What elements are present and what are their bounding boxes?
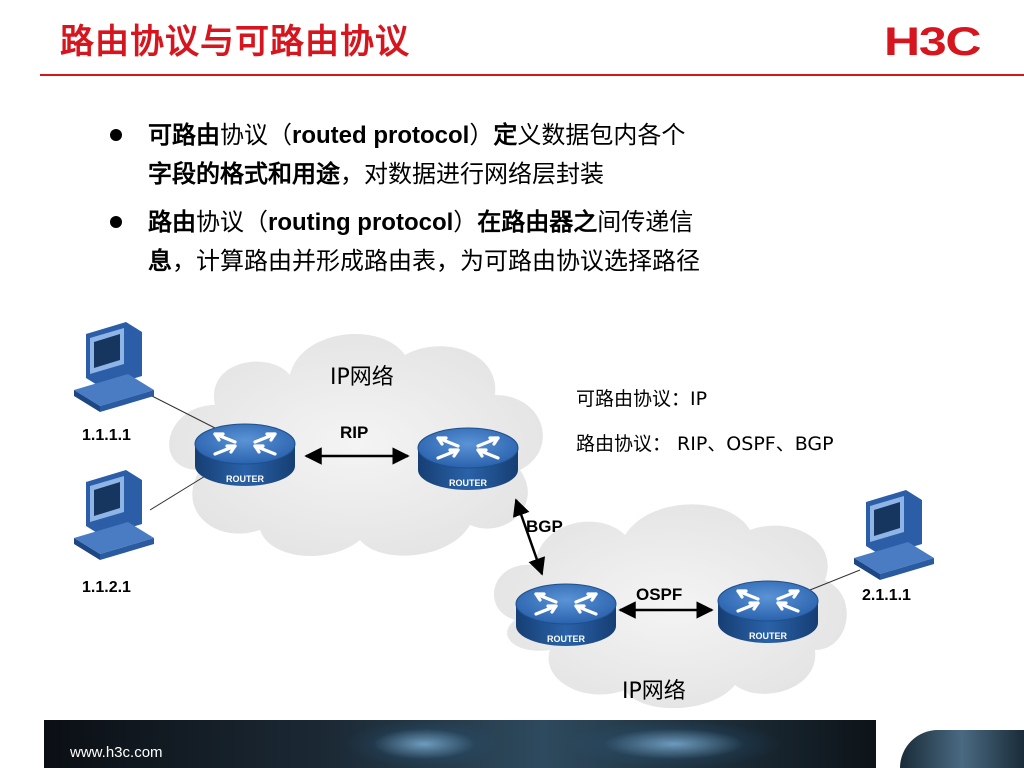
cloud-bottom-label: IP网络 bbox=[622, 679, 686, 704]
host-ip-label: 2.1.1.1 bbox=[862, 587, 911, 604]
bullet-1-part-4: 定 bbox=[493, 121, 518, 149]
bullet-1-part-2: routed protocol bbox=[292, 122, 470, 149]
bgp-arrow bbox=[512, 498, 546, 576]
router-label: ROUTER bbox=[749, 631, 788, 641]
bullet-2-part-0: 路由 bbox=[148, 208, 196, 236]
footer-banner bbox=[44, 720, 876, 768]
link-h3-r4 bbox=[809, 569, 861, 591]
bullet-2-part-4: 在路由器之 bbox=[477, 208, 598, 236]
bullet-1-part-6: 字段的格式和用途 bbox=[148, 160, 340, 188]
computer-icon bbox=[854, 490, 934, 580]
router-label: ROUTER bbox=[449, 478, 488, 488]
bullet-1-part-7: ，对数据进行网络层封装 bbox=[340, 160, 604, 188]
cloud-top-label: IP网络 bbox=[330, 365, 394, 390]
host-ip-label: 1.1.2.1 bbox=[82, 579, 131, 596]
computer-icon bbox=[74, 470, 154, 560]
host-ip-label: 1.1.1.1 bbox=[82, 427, 131, 444]
bullet-2-part-7: ，计算路由并形成路由表，为可路由协议选择路径 bbox=[172, 247, 700, 275]
bullet-2-part-2: routing protocol bbox=[268, 209, 454, 236]
router-icon: ROUTER bbox=[716, 579, 820, 645]
ospf-label: OSPF bbox=[636, 585, 682, 604]
bullet-routed-protocol: 可路由协议（routed protocol）定义数据包内各个字段的格式和用途，对… bbox=[110, 116, 930, 193]
bullet-routing-protocol: 路由协议（routing protocol）在路由器之间传递信息，计算路由并形成… bbox=[110, 203, 930, 280]
bgp-label: BGP bbox=[526, 517, 563, 536]
router-icon: ROUTER bbox=[193, 422, 297, 488]
bullet-list: 可路由协议（routed protocol）定义数据包内各个字段的格式和用途，对… bbox=[110, 116, 930, 290]
legend-routed: 可路由协议：IP bbox=[576, 388, 707, 410]
bullet-2-part-6: 息 bbox=[148, 247, 172, 275]
bullet-dot bbox=[110, 129, 122, 141]
bullet-1-part-1: 协议（ bbox=[220, 121, 292, 149]
footer-glow bbox=[564, 720, 784, 768]
router-icon: ROUTER bbox=[416, 426, 520, 492]
router-icon: ROUTER bbox=[514, 582, 618, 648]
title-divider bbox=[40, 74, 1024, 76]
rip-label: RIP bbox=[340, 423, 368, 442]
link-h1-r1 bbox=[149, 394, 216, 429]
cloud-top bbox=[169, 333, 543, 557]
bullet-2-part-3: ） bbox=[453, 208, 478, 236]
h3c-logo: H3C bbox=[884, 20, 982, 64]
bullet-2-part-5: 间传递信 bbox=[597, 208, 694, 236]
bullet-1-part-0: 可路由 bbox=[148, 121, 220, 149]
computer-icon bbox=[74, 322, 154, 412]
footer-glow bbox=[344, 720, 504, 768]
footer-corner bbox=[900, 730, 1024, 768]
legend-routing: 路由协议： RIP、OSPF、BGP bbox=[576, 433, 834, 455]
bullet-1-part-3: ） bbox=[469, 121, 494, 149]
bullet-2-part-1: 协议（ bbox=[196, 208, 268, 236]
footer-url-link[interactable]: www.h3c.com bbox=[70, 744, 163, 761]
router-label: ROUTER bbox=[547, 634, 586, 644]
page-title: 路由协议与可路由协议 bbox=[60, 22, 410, 62]
bullet-dot bbox=[110, 216, 122, 228]
router-label: ROUTER bbox=[226, 474, 265, 484]
bullet-1-part-5: 义数据包内各个 bbox=[517, 121, 686, 149]
